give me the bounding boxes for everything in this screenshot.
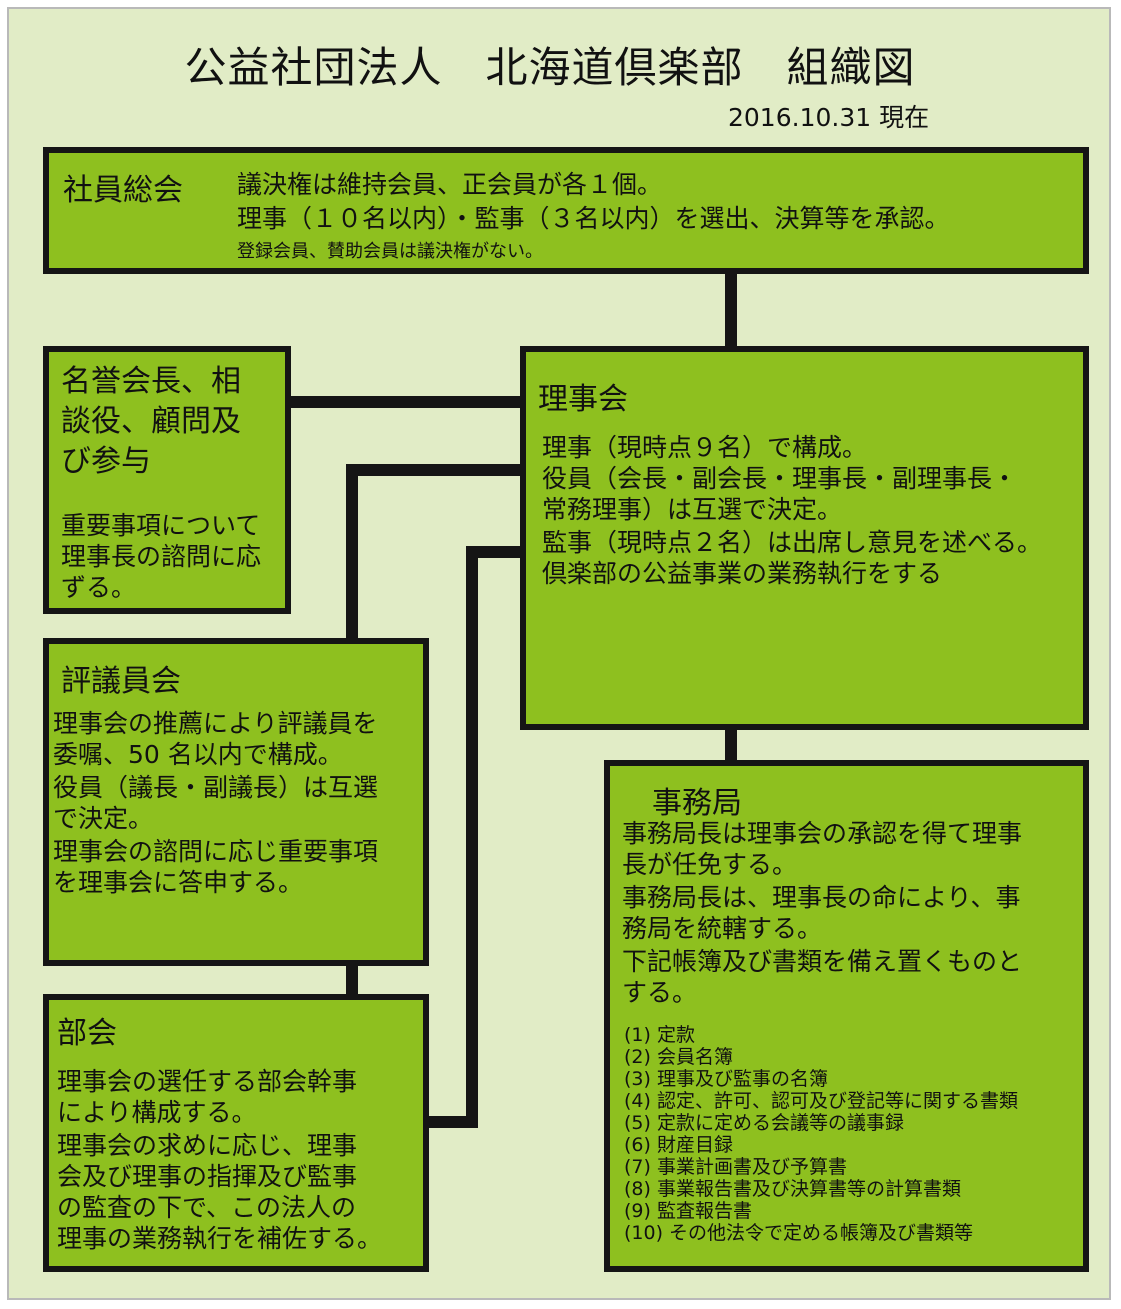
connector-board-section-v [466,546,478,1128]
board-line-3: 常務理事）は互選で決定。 [542,495,843,524]
secretariat-doc-2: (2) 会員名簿 [624,1046,733,1068]
secretariat-doc-1: (1) 定款 [624,1024,695,1046]
connector-board-councilors-h [346,464,522,476]
secretariat-doc-4: (4) 認定、許可、認可及び登記等に関する書類 [624,1090,1018,1112]
councilors-line-1: 理事会の推薦により評議員を [53,709,378,738]
board-line-5: 倶楽部の公益事業の業務執行をする [542,559,943,588]
secretariat-line-6: する。 [622,978,698,1007]
secretariat-line-5: 下記帳簿及び書類を備え置くものと [622,947,1023,976]
connector-board-councilors-v [346,464,358,640]
section-line-1: 理事会の選任する部会幹事 [57,1067,358,1096]
honorary-title-3: び参与 [61,444,151,479]
councilors-line-2: 委嘱、50 名以内で構成。 [53,740,343,769]
general-assembly-title: 社員総会 [63,173,183,208]
section-title: 部会 [57,1016,117,1051]
councilors-line-4: で決定。 [53,804,154,833]
councilors-line-5: 理事会の諮問に応じ重要事項 [53,837,379,866]
secretariat-line-3: 事務局長は、理事長の命により、事 [622,883,1021,912]
councilors-line-3: 役員（議長・副議長）は互選 [53,773,379,802]
secretariat-doc-10: (10) その他法令で定める帳簿及び書類等 [624,1222,974,1244]
general-assembly-box: 社員総会 議決権は維持会員、正会員が各１個。 理事（１０名以内）・監事（３名以内… [43,147,1089,274]
secretariat-line-2: 長が任免する。 [622,850,798,879]
board-line-4: 監事（現時点２名）は出席し意見を述べる。 [542,528,1043,557]
general-assembly-line-1: 議決権は維持会員、正会員が各１個。 [237,170,663,199]
councilors-box: 評議員会 理事会の推薦により評議員を 委嘱、50 名以内で構成。 役員（議長・副… [43,638,429,966]
board-title: 理事会 [538,382,628,417]
board-box: 理事会 理事（現時点９名）で構成。 役員（会長・副会長・理事長・副理事長・ 常務… [520,346,1089,730]
secretariat-title: 事務局 [652,786,742,821]
section-line-6: 理事の業務執行を補佐する。 [57,1224,383,1253]
secretariat-doc-8: (8) 事業報告書及び決算書等の計算書類 [624,1178,961,1200]
connector-board-section-h1 [466,546,522,558]
secretariat-line-1: 事務局長は理事会の承認を得て理事 [622,819,1023,848]
section-line-3: 理事会の求めに応じ、理事 [57,1131,358,1160]
connector-board-secretariat [725,728,737,764]
secretariat-box: 事務局 事務局長は理事会の承認を得て理事 長が任免する。 事務局長は、理事長の命… [604,760,1089,1272]
honorary-body-1: 重要事項について [61,511,261,540]
honorary-title-2: 談役、顧問及 [61,404,241,439]
general-assembly-line-2: 理事（１０名以内）・監事（３名以内）を選出、決算等を承認。 [237,204,950,233]
chart-title: 公益社団法人 北海道倶楽部 組織図 [184,43,916,92]
as-of-date: 2016.10.31 現在 [728,103,930,132]
connector-assembly-board [725,272,737,350]
councilors-title: 評議員会 [61,664,181,699]
honorary-body-3: ずる。 [61,573,137,602]
honorary-box: 名誉会長、相 談役、顧問及 び参与 重要事項について 理事長の諮問に応 ずる。 [43,346,291,614]
secretariat-line-4: 務局を統轄する。 [622,914,823,943]
general-assembly-note: 登録会員、賛助会員は議決権がない。 [237,241,543,262]
section-line-4: 会及び理事の指揮及び監事 [57,1162,358,1191]
secretariat-doc-6: (6) 財産目録 [624,1134,733,1156]
honorary-body-2: 理事長の諮問に応 [61,542,262,571]
connector-board-honorary [290,396,522,408]
secretariat-doc-9: (9) 監査報告書 [624,1200,752,1222]
board-line-2: 役員（会長・副会長・理事長・副理事長・ [542,464,1018,493]
secretariat-doc-7: (7) 事業計画書及び予算書 [624,1156,847,1178]
board-line-1: 理事（現時点９名）で構成。 [542,433,868,462]
councilors-line-6: を理事会に答申する。 [53,868,304,897]
section-line-2: により構成する。 [57,1098,257,1127]
secretariat-doc-3: (3) 理事及び監事の名簿 [624,1068,828,1090]
section-box: 部会 理事会の選任する部会幹事 により構成する。 理事会の求めに応じ、理事 会及… [43,994,429,1272]
section-line-5: の監査の下で、この法人の [57,1193,357,1222]
honorary-title-1: 名誉会長、相 [61,364,241,399]
connector-board-section-h2 [426,1116,478,1128]
secretariat-doc-5: (5) 定款に定める会議等の議事録 [624,1112,904,1134]
connector-councilors-section [346,964,358,998]
